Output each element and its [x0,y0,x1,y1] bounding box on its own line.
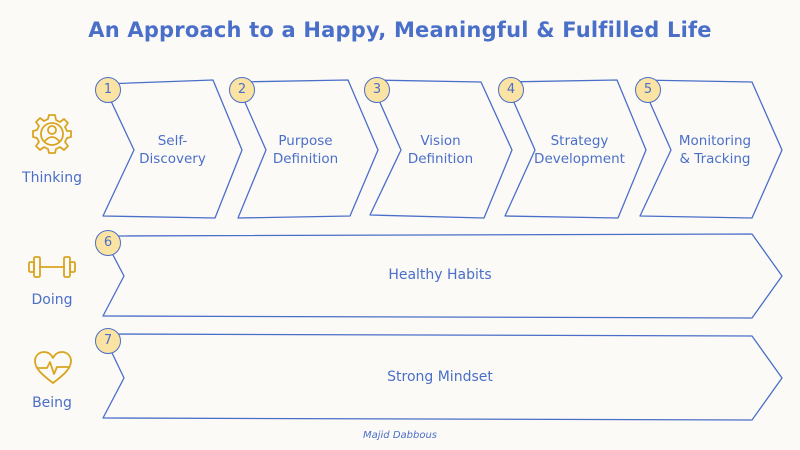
step-3-chevron [369,79,513,219]
step-2-label: Purpose Definition [272,133,339,167]
step-3-badge: 3 [364,77,390,103]
bar-6-arrow [102,233,783,319]
step-1-label: Self- Discovery [139,133,206,167]
step-2-chevron [235,79,379,219]
dumbbell-icon [28,256,76,278]
step-5-label: Monitoring & Tracking [678,133,752,167]
step-4-chevron [504,79,647,219]
step-4-label: Strategy Development [534,133,625,167]
step-2-badge: 2 [229,77,255,103]
step-5-badge: 5 [635,77,661,103]
bar-7-label: Strong Mindset [387,369,493,385]
page-title: An Approach to a Happy, Meaningful & Ful… [88,18,712,42]
author-credit: Majid Dabbous [362,430,438,441]
bar-6-label: Healthy Habits [388,267,492,283]
bar-7-arrow [102,333,783,421]
step-1-badge: 1 [95,77,121,103]
row-label-being: Being [32,395,72,411]
gear-person-icon [32,114,72,154]
heart-pulse-icon [34,351,72,384]
step-3-label: Vision Definition [407,133,474,167]
bar-6-badge: 6 [95,230,121,256]
step-1-chevron [102,79,243,219]
row-label-thinking: Thinking [22,170,82,186]
step-4-badge: 4 [498,77,524,103]
bar-7-badge: 7 [95,328,121,354]
row-label-doing: Doing [31,292,73,308]
step-5-chevron [639,79,783,219]
